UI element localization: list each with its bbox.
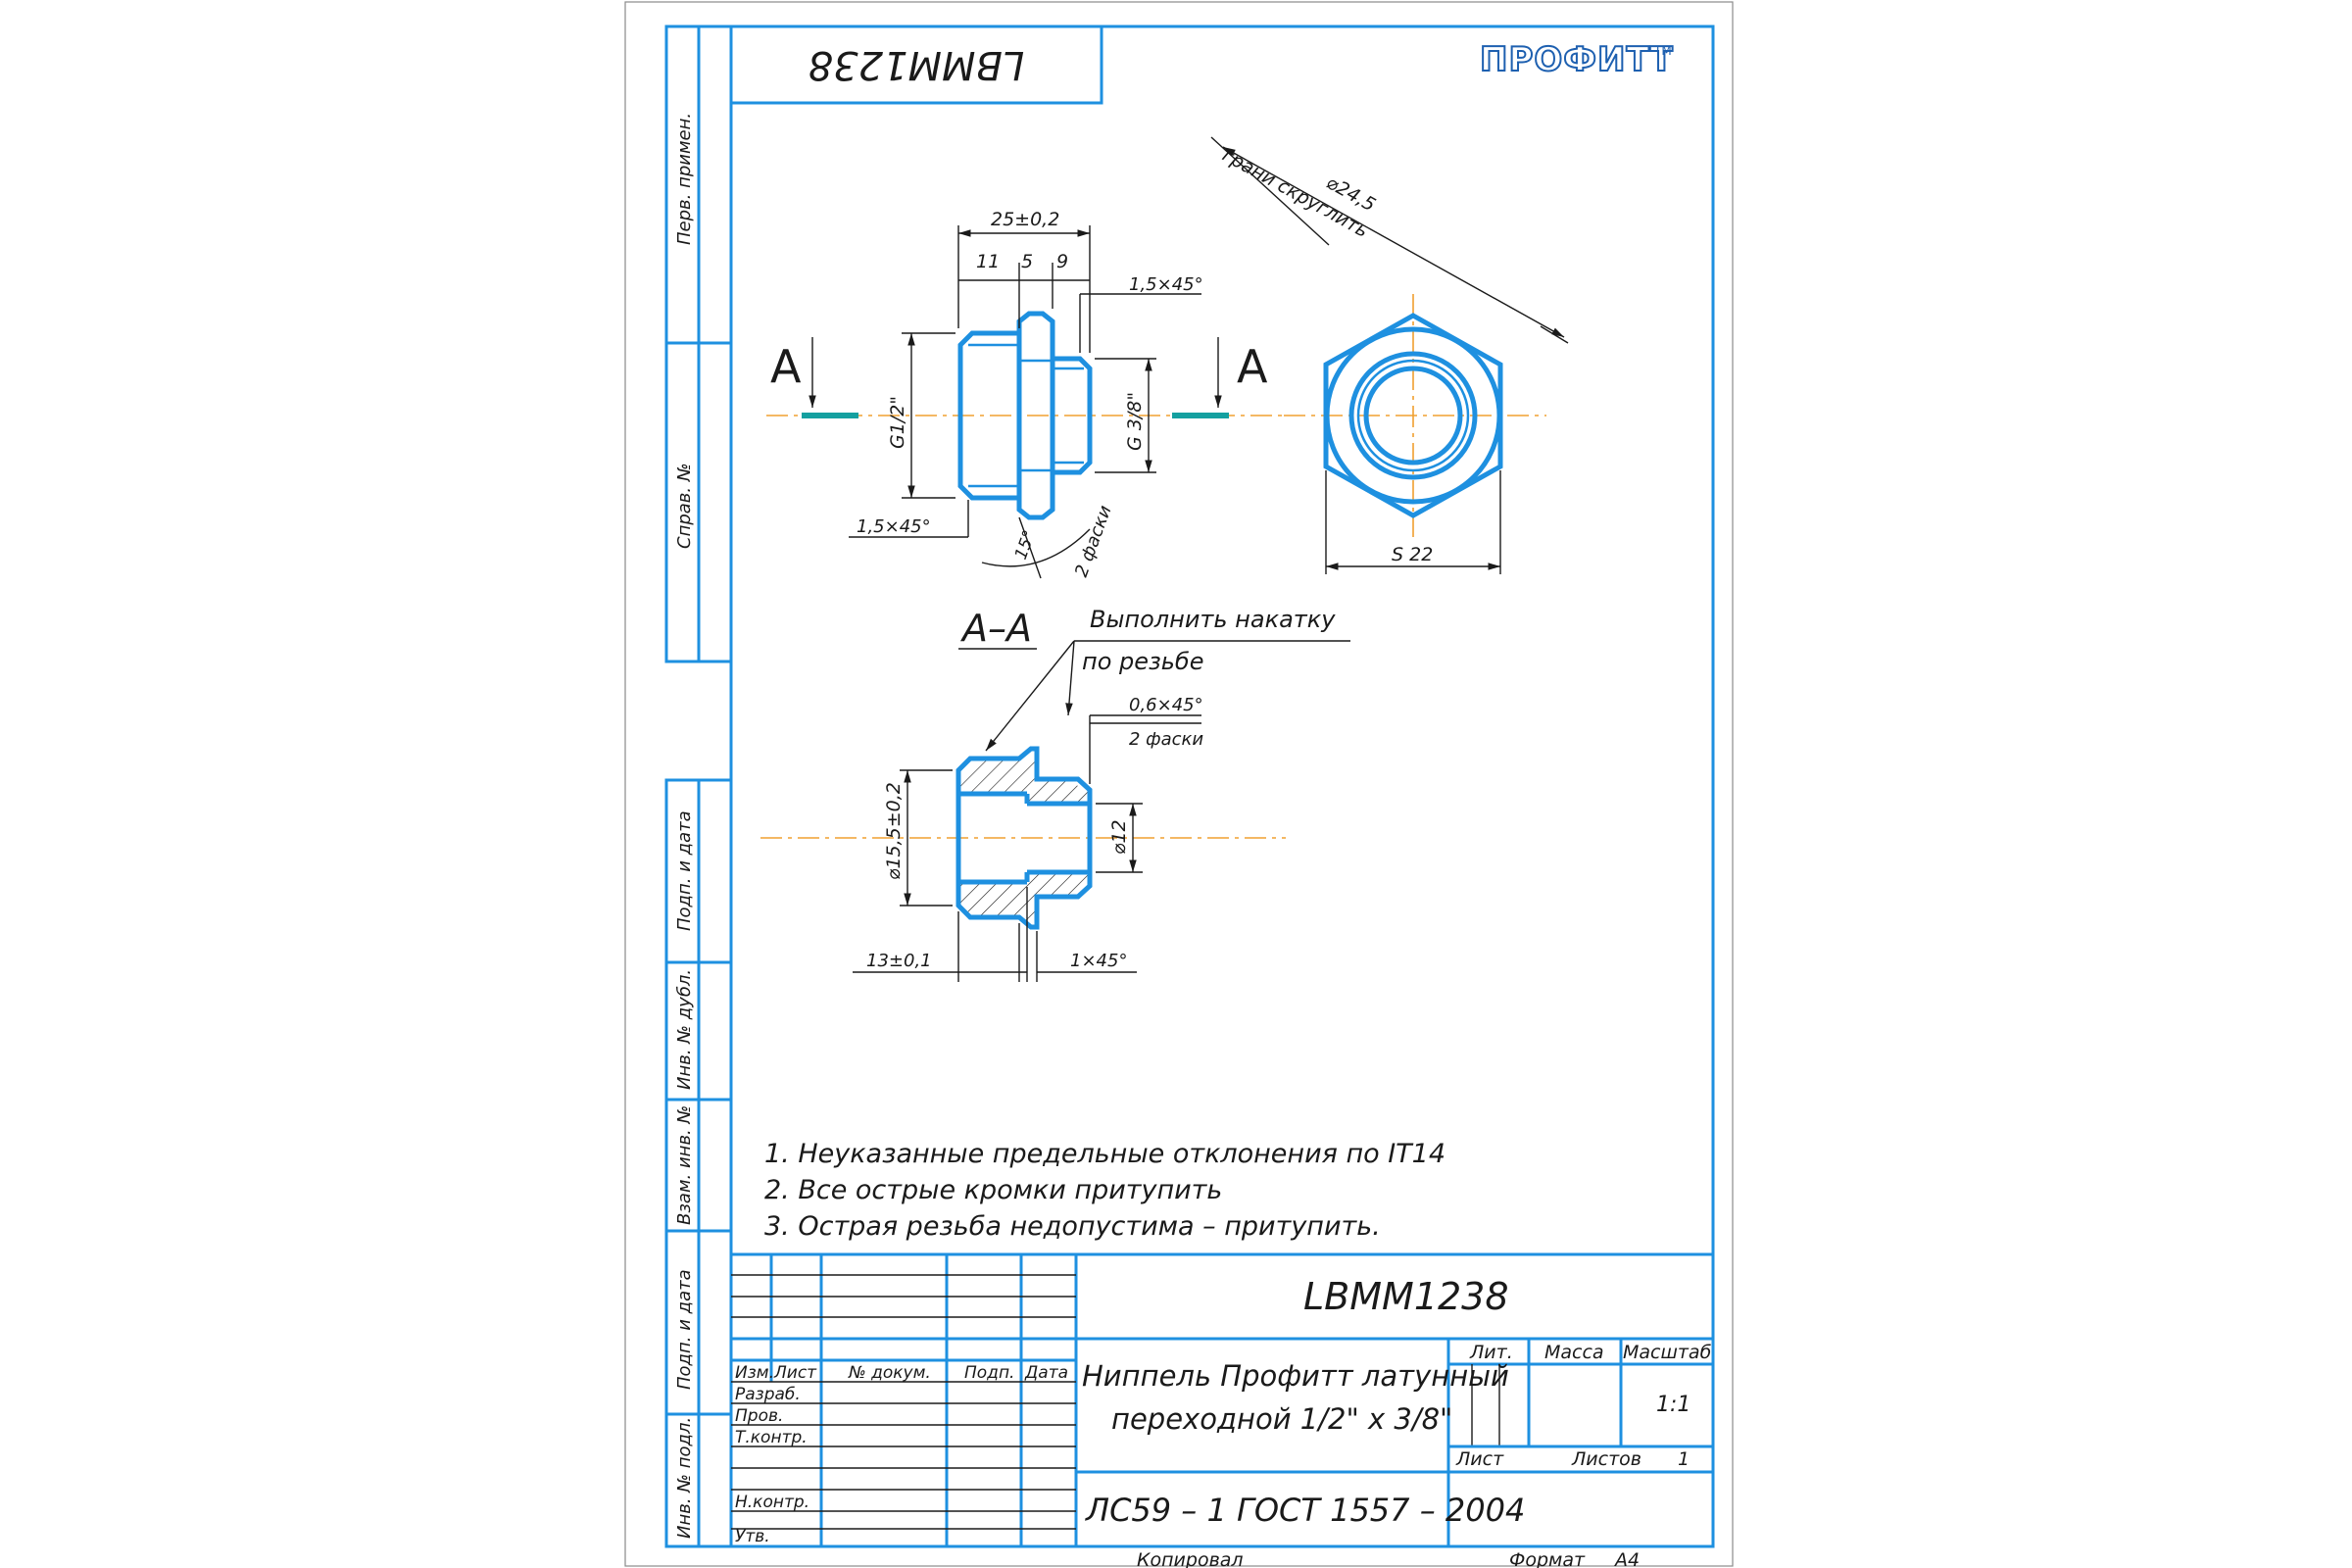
tb-no-dokum: № докум. — [848, 1363, 931, 1383]
note-2: 2. Все острые кромки притупить — [764, 1175, 1222, 1205]
format-label: Формат — [1509, 1549, 1586, 1568]
dim-overall-length: 25±0,2 — [991, 209, 1059, 230]
tb-izm: Изм. — [735, 1363, 774, 1383]
front-view: А А 25±0,2 11 5 9 1,5×45° G1/2" G 3/8" 1… — [766, 209, 1286, 580]
brand-text: ПРОФИТТ — [1480, 40, 1674, 79]
dim-len-a: 11 — [976, 251, 1000, 272]
tb-n-kontr: Н.контр. — [735, 1493, 809, 1512]
vzam-inv-label: Взам. инв. № — [674, 1105, 695, 1225]
tb-data: Дата — [1024, 1363, 1068, 1383]
sprav-no-label: Справ. № — [674, 463, 695, 549]
tb-list: Лист — [773, 1363, 817, 1383]
tb-masshtab: Масштаб — [1623, 1342, 1712, 1363]
section-view: А–А Выполнить накатку по резьбе 0,6×45° … — [760, 606, 1350, 982]
dim-len-b: 5 — [1021, 251, 1033, 272]
note-1: 1. Неуказанные предельные отклонения по … — [764, 1139, 1446, 1169]
dim-two-chamfers-sec: 2 фаски — [1129, 729, 1203, 750]
podp-data-label-2: Подп. и дата — [674, 1269, 695, 1390]
dim-thread-big: G1/2" — [887, 396, 908, 449]
knurl-note-2: по резьбе — [1082, 648, 1203, 675]
knurl-note-1: Выполнить накатку — [1090, 606, 1336, 633]
tb-listov-label: Листов — [1571, 1448, 1642, 1470]
dim-chamfer-left: 1,5×45° — [857, 516, 931, 537]
tb-lit: Лит. — [1469, 1342, 1513, 1363]
code-box-top: LBMM1238 — [729, 24, 1103, 105]
perv-primen-label: Перв. примен. — [674, 113, 695, 245]
brand-tm: TM — [1653, 44, 1672, 58]
tb-massa: Масса — [1544, 1342, 1604, 1363]
note-3: 3. Острая резьба недопустима – притупить… — [764, 1211, 1381, 1242]
tb-list-label: Лист — [1455, 1448, 1504, 1470]
copied-label: Копировал — [1137, 1549, 1244, 1568]
sheet-outline — [624, 1, 1734, 1567]
dim-chamfer-sec2: 1×45° — [1070, 951, 1127, 971]
dim-thread-small: G 3/8" — [1124, 392, 1146, 451]
tb-utv: Утв. — [735, 1527, 770, 1546]
dim-dia-inner: ⌀12 — [1108, 819, 1130, 855]
title-material: ЛС59 – 1 ГОСТ 1557 – 2004 — [1085, 1492, 1525, 1529]
tb-razrab: Разраб. — [735, 1385, 801, 1404]
dim-angle: 15° — [1011, 528, 1040, 563]
section-mark-a-right: А — [1237, 340, 1268, 393]
section-title: А–А — [959, 607, 1032, 650]
tb-podp: Подп. — [964, 1363, 1014, 1383]
title-name-2: переходной 1/2" х 3/8" — [1111, 1402, 1452, 1436]
section-mark-a-left: А — [770, 340, 802, 393]
podp-data-label-1: Подп. и дата — [674, 810, 695, 931]
title-block: Изм. Лист № докум. Подп. Дата Разраб. Пр… — [729, 1252, 1715, 1548]
drawing-frame — [729, 24, 1715, 1548]
dim-chamfer-sec: 0,6×45° — [1129, 695, 1203, 715]
technical-notes: 1. Неуказанные предельные отклонения по … — [764, 1139, 1446, 1242]
dim-chamfer-right: 1,5×45° — [1129, 274, 1203, 295]
brand-logo: ПРОФИТТ TM — [1479, 39, 1674, 80]
format-value: А4 — [1613, 1549, 1640, 1568]
inv-dubl-label: Инв. № дубл. — [674, 969, 695, 1090]
tb-scale-value: 1:1 — [1656, 1393, 1690, 1417]
tb-prov: Пров. — [735, 1406, 783, 1426]
title-code: LBMM1238 — [1303, 1275, 1509, 1318]
inv-podl-label: Инв. № подл. — [674, 1417, 695, 1539]
dim-hex: S 22 — [1392, 544, 1433, 565]
title-name-1: Ниппель Профитт латунный — [1082, 1359, 1509, 1393]
tb-t-kontr: Т.контр. — [735, 1428, 808, 1447]
tb-sheets-value: 1 — [1678, 1448, 1690, 1470]
dim-two-chamfers: 2 фаски — [1071, 503, 1116, 580]
dim-dia-outer: ⌀15,5±0,2 — [883, 782, 905, 880]
code-top-text: LBMM1238 — [808, 42, 1025, 87]
dim-len-c: 9 — [1056, 251, 1068, 272]
dim-len-sec: 13±0,1 — [866, 951, 932, 971]
side-strip: Перв. примен. Справ. № Подп. и дата Инв.… — [664, 24, 733, 1548]
